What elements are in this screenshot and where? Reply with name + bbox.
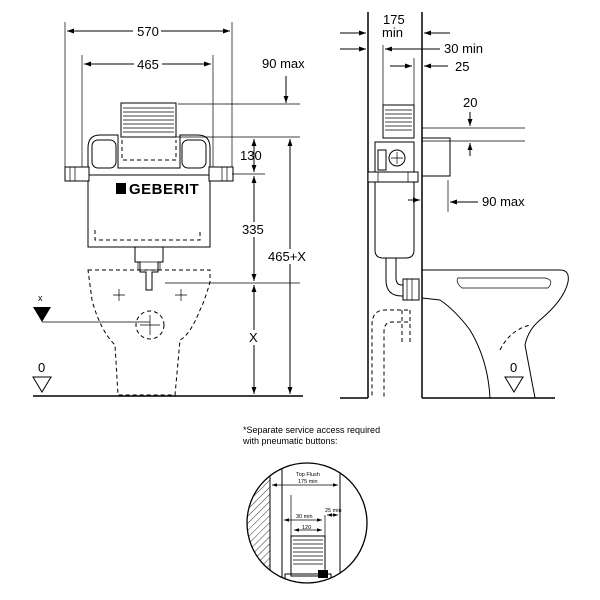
dim-25-label: 25 bbox=[455, 59, 469, 74]
detail-dim-120: 120 bbox=[302, 525, 311, 531]
dim-130-label: 130 bbox=[240, 148, 262, 163]
top-flush-detail: Top Flush 175 min 30 min 25 min 120 bbox=[246, 462, 368, 584]
cistern-top bbox=[87, 134, 211, 175]
dim-570-label: 570 bbox=[137, 24, 159, 39]
detail-dim-25: 25 min bbox=[325, 508, 342, 514]
geberit-logo-mark bbox=[116, 183, 126, 194]
right-bracket bbox=[208, 166, 234, 182]
dim-465-label: 465 bbox=[137, 57, 159, 72]
dim-x-label: X bbox=[249, 330, 258, 345]
dim-90max-side-label: 90 max bbox=[482, 194, 525, 209]
dim-175-unit: min bbox=[382, 25, 403, 40]
dim-335-label: 335 bbox=[242, 222, 264, 237]
floor-zero-front: 0 bbox=[38, 360, 45, 375]
toilet-bowl-front bbox=[87, 269, 211, 396]
note-line-2: with pneumatic buttons: bbox=[242, 436, 338, 446]
floor-marker-front bbox=[32, 376, 52, 393]
brand-label: GEBERIT bbox=[129, 181, 199, 198]
detail-dim-30: 30 min bbox=[296, 514, 313, 520]
dim-465x-label: 465+X bbox=[268, 249, 306, 264]
detail-title: Top Flush bbox=[296, 472, 320, 478]
side-actuator bbox=[382, 104, 415, 139]
dim-20-label: 20 bbox=[463, 95, 477, 110]
detail-circle bbox=[246, 462, 368, 584]
side-bracket bbox=[367, 171, 419, 183]
side-cistern bbox=[374, 141, 415, 259]
floor-marker-side bbox=[504, 376, 524, 393]
side-view: 175 min 30 min 25 20 bbox=[340, 12, 569, 399]
marker-x-label: x bbox=[38, 293, 43, 303]
cistern-body bbox=[87, 174, 211, 248]
left-bracket bbox=[64, 166, 90, 182]
detail-dim-175: 175 min bbox=[298, 479, 318, 485]
front-view: 570 465 90 max GEBERIT bbox=[32, 22, 312, 397]
toilet-bowl-side bbox=[421, 269, 569, 399]
note-line-1: *Separate service access required bbox=[243, 425, 380, 435]
dim-175-label: 175 bbox=[383, 12, 405, 27]
dim-90max-front-label: 90 max bbox=[262, 56, 305, 71]
wall-bracket bbox=[421, 137, 451, 177]
dim-30min-label: 30 min bbox=[444, 41, 483, 56]
floor-zero-side: 0 bbox=[510, 360, 517, 375]
marker-x-triangle bbox=[33, 307, 51, 322]
